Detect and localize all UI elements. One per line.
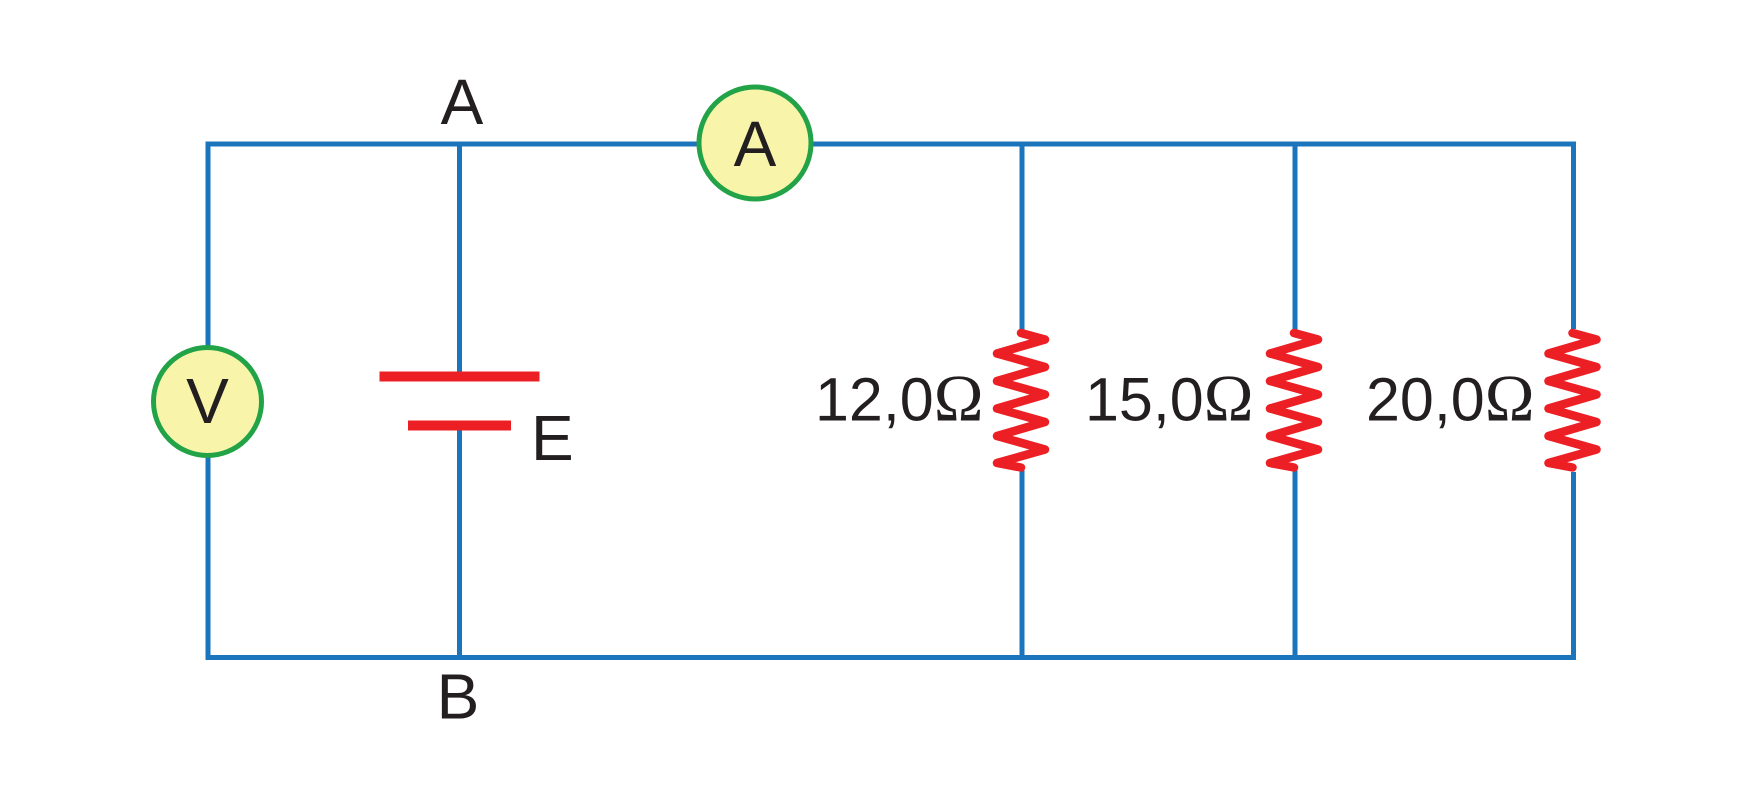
svg-text:E: E — [531, 402, 574, 474]
svg-text:V: V — [186, 365, 229, 437]
svg-text:A: A — [734, 108, 777, 180]
svg-text:A: A — [441, 66, 484, 138]
svg-text:12,0Ω: 12,0Ω — [815, 362, 984, 436]
svg-text:20,0Ω: 20,0Ω — [1366, 362, 1535, 436]
svg-text:15,0Ω: 15,0Ω — [1085, 362, 1254, 436]
svg-text:B: B — [437, 661, 480, 733]
